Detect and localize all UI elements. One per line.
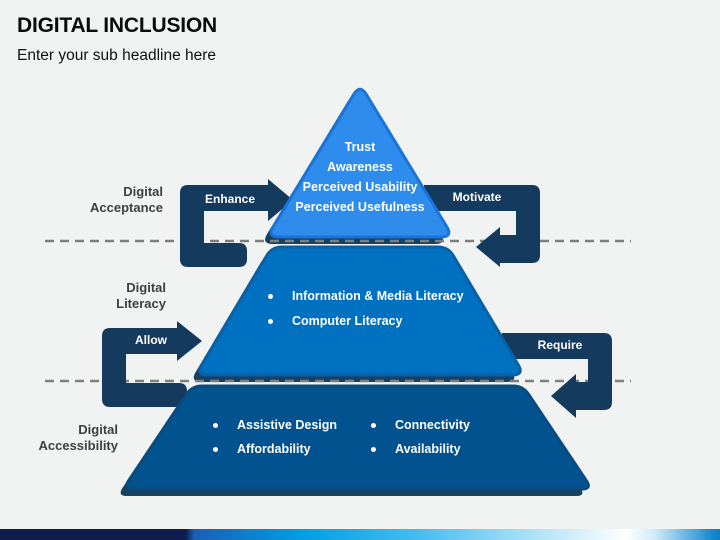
require-arrow bbox=[502, 333, 612, 418]
bullet-dot-icon bbox=[213, 422, 218, 428]
allow-arrow bbox=[102, 321, 202, 407]
enhance-arrow bbox=[180, 179, 293, 267]
tier2-side-label: Digital Literacy bbox=[116, 280, 166, 311]
tier1-item: Perceived Usefulness bbox=[295, 200, 425, 214]
tier2-items: Information & Media Literacy Computer Li… bbox=[268, 286, 464, 331]
tier2-trapezoid bbox=[198, 245, 522, 377]
tier3-item: Availability bbox=[371, 439, 470, 459]
bullet-dot-icon bbox=[371, 422, 376, 428]
tier3-items-col1: Assistive Design Affordability bbox=[213, 415, 337, 459]
page-title: DIGITAL INCLUSION bbox=[17, 14, 217, 37]
tier3-item-label: Connectivity bbox=[395, 418, 471, 432]
tier3-item-label: Availability bbox=[395, 442, 461, 456]
tier1-side-label: Digital Acceptance bbox=[90, 184, 163, 215]
tier3-item: Affordability bbox=[213, 439, 337, 459]
motivate-arrow-label: Motivate bbox=[452, 190, 502, 204]
enhance-arrow-label: Enhance bbox=[204, 192, 255, 206]
bent-arrows bbox=[102, 179, 612, 418]
tier3-item-label: Affordability bbox=[237, 442, 311, 456]
tier1-items: Trust Awareness Perceived Usability Perc… bbox=[260, 137, 460, 217]
tier1-triangle bbox=[269, 87, 451, 239]
tier3-items-col2: Connectivity Availability bbox=[371, 415, 470, 459]
tier3-trapezoid bbox=[125, 384, 590, 491]
tier2-item: Computer Literacy bbox=[268, 311, 464, 331]
tier3-side-label: Digital Accessibility bbox=[38, 422, 119, 453]
tier2-item: Information & Media Literacy bbox=[268, 286, 464, 306]
tier1-item: Perceived Usability bbox=[302, 180, 418, 194]
bullet-dot-icon bbox=[213, 446, 218, 452]
tier1-item: Awareness bbox=[327, 160, 393, 174]
page-subtitle: Enter your sub headline here bbox=[17, 47, 217, 64]
tier3-item-label: Assistive Design bbox=[237, 418, 338, 432]
tier2-item-label: Computer Literacy bbox=[292, 314, 403, 328]
bullet-dot-icon bbox=[268, 293, 273, 299]
tier1-item: Trust bbox=[344, 140, 376, 154]
bottom-accent-bar bbox=[0, 529, 720, 540]
tier2-item-label: Information & Media Literacy bbox=[292, 289, 464, 303]
motivate-arrow bbox=[424, 185, 540, 267]
bullet-dot-icon bbox=[268, 318, 273, 324]
bullet-dot-icon bbox=[371, 446, 376, 452]
allow-arrow-label: Allow bbox=[135, 333, 167, 347]
tier3-item: Assistive Design bbox=[213, 415, 337, 435]
require-arrow-label: Require bbox=[537, 338, 583, 352]
tier3-item: Connectivity bbox=[371, 415, 470, 435]
